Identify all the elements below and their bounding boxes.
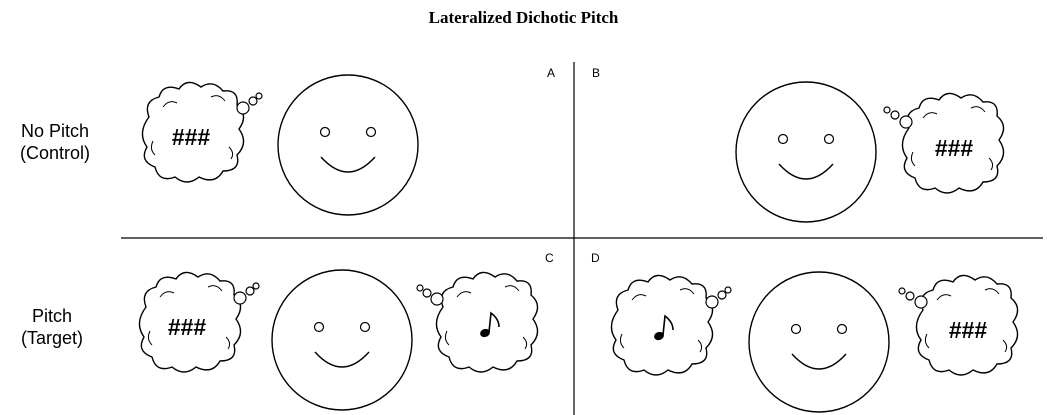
panel-b-smiley-face-icon: [735, 81, 877, 223]
diagram-title: Lateralized Dichotic Pitch: [428, 8, 619, 27]
panel-a-noise-text: ###: [172, 124, 211, 150]
panel-letter-b: B: [592, 66, 601, 80]
panel-letter-d: D: [591, 251, 600, 265]
panel-c-right-thought-cloud: [416, 271, 539, 373]
panel-b-noise-text: ###: [935, 135, 974, 161]
panel-letter-a: A: [547, 66, 556, 80]
panel-letter-c: C: [545, 251, 554, 265]
row-label-control-line2: (Control): [19, 143, 90, 163]
panel-a-thought-cloud: [141, 81, 263, 183]
row-label-target: Pitch (Target): [0, 305, 107, 349]
panel-a-smiley-face-icon: [277, 74, 419, 216]
panel-b-thought-cloud: [883, 92, 1005, 194]
panel-d-noise-text: ###: [949, 317, 988, 343]
row-label-target-line1: Pitch: [31, 306, 73, 326]
panel-d-smiley-face-icon: [748, 271, 890, 413]
row-label-control: No Pitch (Control): [0, 120, 110, 164]
panel-c-left-thought-cloud: [138, 271, 260, 373]
row-label-control-line1: No Pitch: [20, 121, 90, 141]
panel-d-right-thought-cloud: [898, 274, 1019, 376]
panel-d-left-thought-cloud: [610, 274, 732, 376]
panel-c-noise-text: ###: [168, 314, 207, 340]
panel-c-smiley-face-icon: [271, 269, 413, 411]
row-label-target-line2: (Target): [20, 328, 83, 348]
